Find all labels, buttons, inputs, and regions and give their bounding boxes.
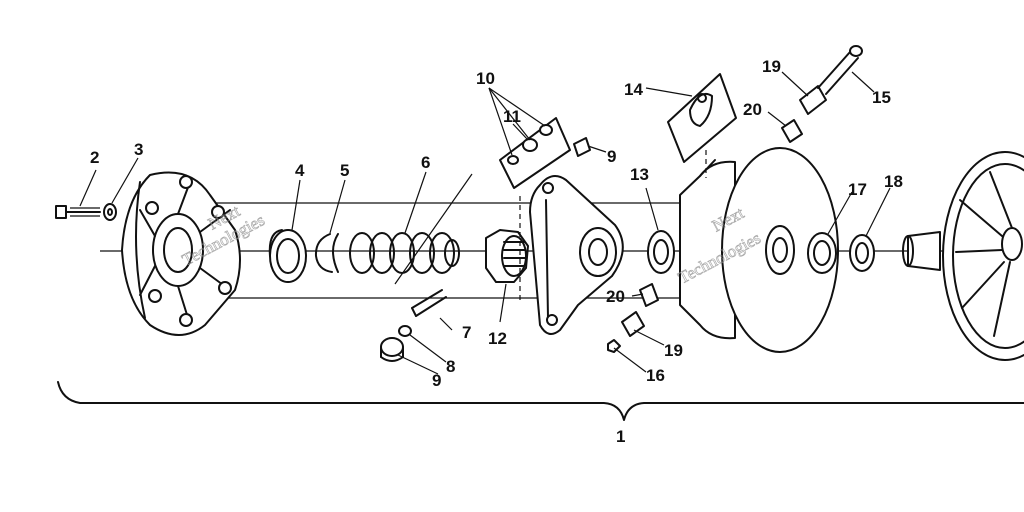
callout-label: 19 [762,57,781,76]
washer-part-3 [103,203,117,221]
spring-part-6 [349,232,460,274]
bearing-part-17 [807,232,837,274]
roller-part-9-upper [573,137,591,157]
callout-label: 9 [607,147,616,166]
callout-label: 15 [872,88,891,107]
callout-label: 11 [503,107,521,126]
bushing-part-19-lower [621,311,645,337]
leader-lines [79,71,891,375]
callout-label: 10 [476,69,495,88]
callout-label: 3 [134,140,143,159]
movable-sheave [679,147,839,353]
spider-hub-part-12 [485,229,529,283]
callout-label: 19 [664,341,683,360]
fixed-sheave [902,151,1024,361]
callout-label: 6 [421,153,430,172]
callout-label: 9 [432,371,441,390]
callout-label: 7 [462,323,471,342]
callout-labels: 1 2 3 4 5 6 7 8 9 9 10 11 12 13 14 15 16… [90,57,903,446]
pin-part-15 [817,45,863,95]
roller-part-9-lower [380,337,404,362]
weight-card-part-14 [667,73,737,163]
bolt-part-2 [55,205,101,219]
nut-part-16 [607,339,621,353]
washer-part-8 [398,325,412,337]
callout-label: 20 [743,100,762,119]
bushing-part-4 [268,229,307,283]
callout-label: 8 [446,357,455,376]
spider-arm [529,175,624,335]
pin-part-7 [411,289,447,317]
callout-label: 16 [646,366,665,385]
callout-label: 14 [624,80,643,99]
snap-ring-part-5 [314,233,339,273]
cover-plate [121,171,241,336]
callout-label: 20 [606,287,625,306]
roller-part-20-lower [639,283,659,307]
callout-label: 5 [340,161,349,180]
hardware-card-parts-10-11 [499,117,571,189]
washer-part-13 [647,230,675,274]
callout-label: 18 [884,172,903,191]
callout-label: 1 [616,427,625,446]
callout-label: 2 [90,148,99,167]
callout-label: 4 [295,161,305,180]
callout-label: 13 [630,165,649,184]
bushing-part-19-upper [799,85,827,115]
hidden-lines [519,150,707,300]
watermark: Next Technologies Next Technologies [179,201,764,288]
washer-part-18 [849,234,875,272]
assembly-bracket [57,381,1024,421]
roller-part-20-upper [781,119,803,143]
callout-label: 17 [848,180,867,199]
callout-label: 12 [488,329,507,348]
